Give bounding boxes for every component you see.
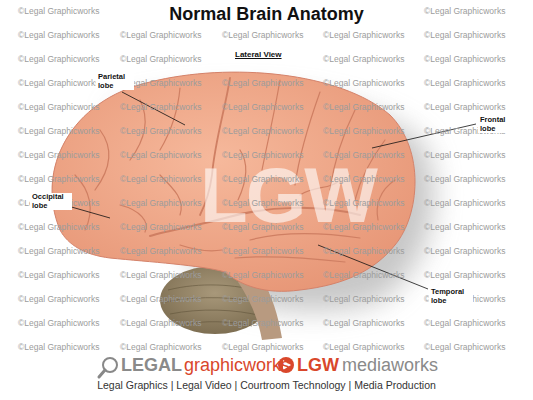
logo-word: LGW [297, 355, 339, 376]
logo-word: LEGAL [121, 355, 182, 376]
copyright-watermark: ©Legal Graphicworks [323, 54, 404, 64]
copyright-watermark: ©Legal Graphicworks [424, 54, 505, 64]
copyright-watermark: ©Legal Graphicworks [424, 222, 505, 232]
copyright-watermark: ©Legal Graphicworks [120, 30, 201, 40]
copyright-watermark: ©Legal Graphicworks [323, 246, 404, 256]
copyright-watermark: ©Legal Graphicworks [222, 78, 303, 88]
copyright-watermark: ©Legal Graphicworks [18, 126, 99, 136]
copyright-watermark: ©Legal Graphicworks [120, 174, 201, 184]
copyright-watermark: ©Legal Graphicworks [424, 246, 505, 256]
copyright-watermark: ©Legal Graphicworks [222, 294, 303, 304]
copyright-watermark: ©Legal Graphicworks [323, 222, 404, 232]
copyright-watermark: ©Legal Graphicworks [222, 150, 303, 160]
copyright-watermark: ©Legal Graphicworks [18, 78, 99, 88]
copyright-watermark: ©Legal Graphicworks [120, 294, 201, 304]
copyright-watermark: ©Legal Graphicworks [323, 318, 404, 328]
copyright-watermark: ©Legal Graphicworks [424, 30, 505, 40]
copyright-watermark: ©Legal Graphicworks [424, 318, 505, 328]
copyright-watermark: ©Legal Graphicworks [222, 102, 303, 112]
copyright-watermark: ©Legal Graphicworks [120, 342, 201, 352]
copyright-watermark: ©Legal Graphicworks [18, 318, 99, 328]
part-label: Temporal lobe [429, 288, 473, 305]
copyright-watermark: ©Legal Graphicworks [323, 174, 404, 184]
magnifier-icon [99, 358, 117, 377]
leader-lines [68, 92, 476, 289]
logo-word: graphicworks [184, 355, 290, 376]
copyright-watermark: ©Legal Graphicworks [323, 102, 404, 112]
copyright-watermark: ©Legal Graphicworks [424, 6, 505, 16]
copyright-watermark: ©Legal Graphicworks [18, 342, 99, 352]
copyright-watermark: ©Legal Graphicworks [222, 198, 303, 208]
copyright-watermark: ©Legal Graphicworks [222, 342, 303, 352]
copyright-watermark: ©Legal Graphicworks [424, 78, 505, 88]
copyright-watermark: ©Legal Graphicworks [222, 30, 303, 40]
copyright-watermark: ©Legal Graphicworks [120, 102, 201, 112]
copyright-watermark: ©Legal Graphicworks [323, 342, 404, 352]
view-label: Lateral View [233, 50, 284, 59]
part-label: Occipital lobe [30, 193, 72, 210]
copyright-watermark: ©Legal Graphicworks [120, 222, 201, 232]
copyright-watermark: ©Legal Graphicworks [120, 198, 201, 208]
copyright-watermark: ©Legal Graphicworks [120, 126, 201, 136]
copyright-watermark: ©Legal Graphicworks [120, 270, 201, 280]
copyright-watermark: ©Legal Graphicworks [424, 150, 505, 160]
copyright-watermark: ©Legal Graphicworks [323, 78, 404, 88]
copyright-watermark: ©Legal Graphicworks [120, 150, 201, 160]
copyright-watermark: ©Legal Graphicworks [18, 30, 99, 40]
copyright-watermark: ©Legal Graphicworks [424, 342, 505, 352]
copyright-watermark: ©Legal Graphicworks [18, 54, 99, 64]
copyright-watermark: ©Legal Graphicworks [18, 102, 99, 112]
copyright-watermark: ©Legal Graphicworks [120, 54, 201, 64]
copyright-watermark: ©Legal Graphicworks [18, 270, 99, 280]
copyright-watermark: ©Legal Graphicworks [222, 174, 303, 184]
copyright-watermark: ©Legal Graphicworks [120, 246, 201, 256]
copyright-watermark: ©Legal Graphicworks [424, 102, 505, 112]
copyright-watermark: ©Legal Graphicworks [222, 270, 303, 280]
copyright-watermark: ©Legal Graphicworks [323, 150, 404, 160]
copyright-watermark: ©Legal Graphicworks [18, 174, 99, 184]
copyright-watermark: ©Legal Graphicworks [18, 150, 99, 160]
copyright-watermark: ©Legal Graphicworks [222, 222, 303, 232]
copyright-watermark: ©Legal Graphicworks [424, 198, 505, 208]
copyright-watermark: ©Legal Graphicworks [323, 294, 404, 304]
copyright-watermark: ©Legal Graphicworks [222, 126, 303, 136]
copyright-watermark: ©Legal Graphicworks [18, 6, 99, 16]
copyright-watermark: ©Legal Graphicworks [222, 318, 303, 328]
copyright-watermark: ©Legal Graphicworks [424, 270, 505, 280]
copyright-watermark: ©Legal Graphicworks [323, 30, 404, 40]
copyright-watermark: ©Legal Graphicworks [18, 294, 99, 304]
copyright-watermark: ©Legal Graphicworks [323, 270, 404, 280]
copyright-watermark: ©Legal Graphicworks [424, 174, 505, 184]
part-label: Parietal lobe [96, 73, 134, 90]
tagline: Legal Graphics | Legal Video | Courtroom… [0, 379, 533, 391]
copyright-watermark: ©Legal Graphicworks [323, 126, 404, 136]
copyright-watermark: ©Legal Graphicworks [222, 246, 303, 256]
logo-word: mediaworks [342, 355, 438, 376]
copyright-watermark: ©Legal Graphicworks [323, 198, 404, 208]
copyright-watermark: ©Legal Graphicworks [18, 246, 99, 256]
copyright-watermark: ©Legal Graphicworks [18, 222, 99, 232]
cerebrum [52, 72, 415, 291]
copyright-watermark: ©Legal Graphicworks [120, 318, 201, 328]
part-label: Frontal lobe [478, 116, 514, 133]
